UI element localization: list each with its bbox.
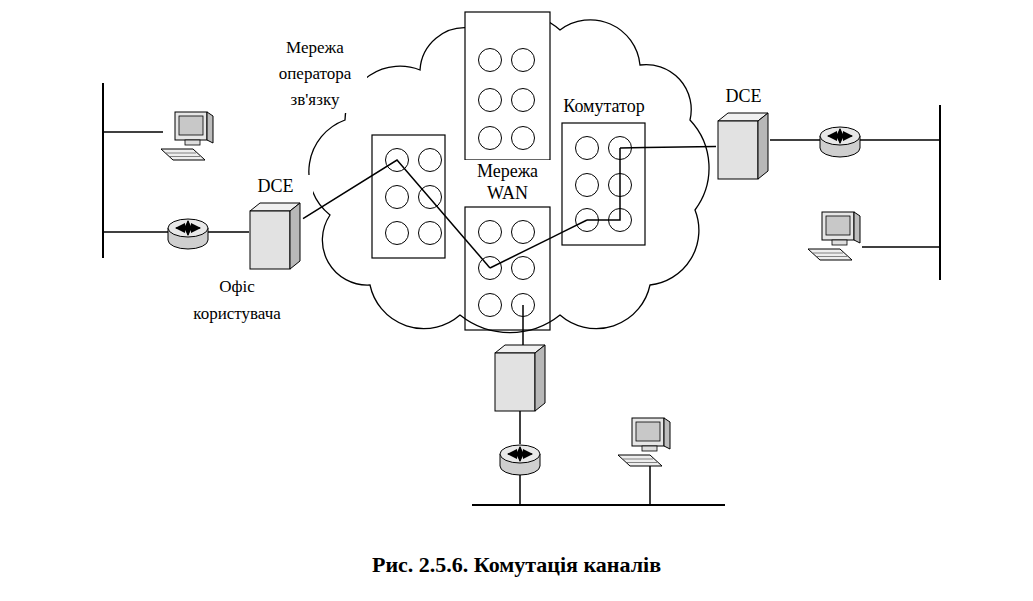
switch-port — [576, 137, 599, 160]
node-heading: DCE — [706, 85, 781, 107]
office-label: Офіс користувача — [187, 273, 287, 327]
dce-device — [495, 345, 545, 411]
lan-wire — [862, 246, 940, 248]
switch-port — [386, 186, 409, 209]
switch-port — [512, 294, 535, 317]
switch-box: Комутатор — [562, 123, 645, 245]
switch-port — [479, 89, 502, 112]
switch-port — [419, 149, 442, 172]
switch-port — [512, 89, 535, 112]
switch-port — [386, 149, 409, 172]
dce-device-shape — [248, 201, 303, 271]
cloud-outline — [309, 13, 709, 333]
router-icon — [500, 445, 540, 475]
switch-box — [562, 123, 645, 245]
lan-wire — [860, 139, 940, 141]
lan-bus — [472, 504, 725, 506]
router-wire — [519, 411, 521, 444]
switch-port — [419, 186, 442, 209]
node-heading: Мережа оператора зв'язку — [263, 35, 367, 113]
switch-wire — [620, 147, 645, 149]
switch-port — [512, 49, 535, 72]
wan-switch-shape — [465, 207, 550, 330]
figure-caption: Рис. 2.5.6. Комутація каналів — [0, 552, 1033, 578]
circuit-wire — [522, 305, 524, 348]
lan-bus — [939, 105, 941, 280]
switch-port — [386, 222, 409, 245]
switch-port — [479, 49, 502, 72]
dce-device: DCE — [716, 111, 771, 181]
node-heading: DCE — [238, 175, 313, 197]
switch-port — [576, 209, 599, 232]
switch-box — [465, 12, 550, 160]
lan-wire — [519, 472, 521, 505]
right-office — [770, 105, 940, 280]
switch-port — [479, 257, 502, 280]
computer-icon — [808, 212, 860, 260]
operator-cloud: Мережа WANКомутаторМережа оператора зв'я… — [325, 15, 720, 340]
circuit-connector — [550, 232, 562, 238]
circuit-connector — [303, 160, 465, 239]
router-wire — [770, 139, 820, 141]
switch-port — [512, 221, 535, 244]
wan-switch: Мережа WAN — [465, 207, 550, 330]
lan-wire — [103, 131, 163, 133]
dce-device: DCE — [248, 201, 303, 271]
switch-port — [512, 127, 535, 150]
switch-port — [479, 294, 502, 317]
dce-device-shape — [716, 111, 771, 181]
switch-box — [465, 207, 550, 330]
node-heading: Мережа WAN — [460, 160, 555, 204]
switch-port — [576, 174, 599, 197]
dce-device — [250, 203, 300, 269]
computer-icon — [618, 418, 670, 466]
switch-port — [609, 209, 632, 232]
router-icon — [820, 127, 860, 157]
switch-port — [419, 222, 442, 245]
lan-wire — [103, 231, 168, 233]
left-office — [103, 83, 249, 258]
dce-device — [718, 113, 768, 179]
switch-port — [512, 257, 535, 280]
switch-port — [609, 174, 632, 197]
switch-box-shape — [562, 123, 645, 245]
router-wire — [208, 231, 249, 233]
switch-port — [609, 137, 632, 160]
switch-box — [372, 135, 445, 258]
switch-port — [479, 221, 502, 244]
switch-port — [479, 127, 502, 150]
lan-wire — [649, 466, 651, 505]
router-icon — [168, 219, 208, 249]
computer-icon — [161, 112, 213, 160]
node-heading: Комутатор — [554, 95, 654, 117]
